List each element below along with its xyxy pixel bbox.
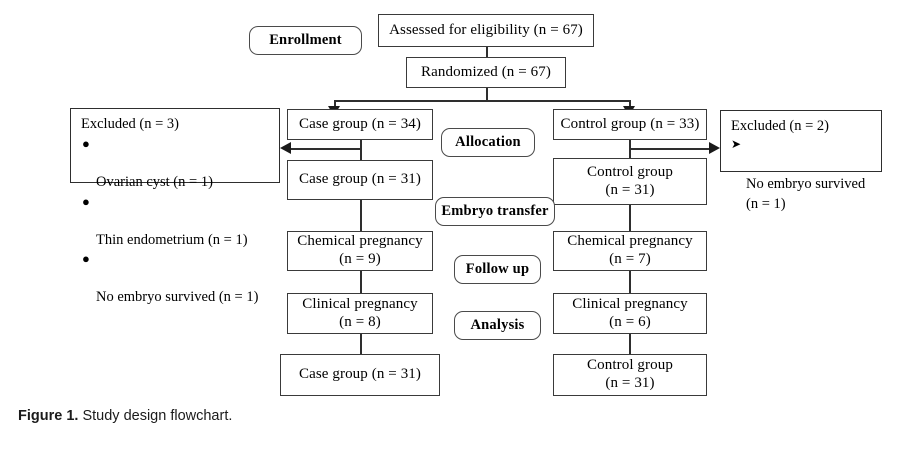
arrowhead-case-excluded bbox=[280, 142, 291, 154]
phase-allocation-text: Allocation bbox=[455, 134, 521, 150]
connector-randomized-bus bbox=[334, 100, 630, 102]
node-control-clinical-label: Clinical pregnancy (n = 6) bbox=[572, 295, 688, 330]
exclusion-box-case: Excluded (n = 3) ● Ovarian cyst (n = 1) … bbox=[70, 108, 280, 305]
exclusion-case-heading: Excluded (n = 3) bbox=[81, 116, 179, 132]
figure-caption-text: Study design flowchart. bbox=[82, 408, 233, 424]
exclusion-control-heading: Excluded (n = 2) bbox=[731, 118, 829, 134]
node-case-group-allocated: Case group (n = 34) bbox=[287, 109, 433, 140]
arrowhead-control-excluded bbox=[709, 142, 720, 154]
connector-case-exclusion-bus bbox=[290, 148, 361, 150]
bullet-arrow-icon: ➤ bbox=[731, 137, 742, 152]
node-case-allocated-label: Case group (n = 34) bbox=[298, 115, 421, 132]
exclusion-case-item: ● Thin endometrium (n = 1) bbox=[81, 193, 271, 250]
node-case-group-analysis: Case group (n = 31) bbox=[280, 354, 440, 396]
phase-label-analysis: Analysis bbox=[454, 311, 541, 340]
node-case-analysis-label: Case group (n = 31) bbox=[298, 366, 421, 383]
exclusion-case-list: ● Ovarian cyst (n = 1) ● Thin endometriu… bbox=[81, 135, 271, 307]
connector-case-exclusion-stem bbox=[360, 140, 362, 149]
node-case-clinical-label: Clinical pregnancy (n = 8) bbox=[302, 295, 418, 330]
node-case-chemical-pregnancy: Chemical pregnancy (n = 9) bbox=[287, 231, 433, 271]
bullet-dot-icon: ● bbox=[82, 136, 90, 152]
node-case-clinical-pregnancy: Clinical pregnancy (n = 8) bbox=[287, 293, 433, 334]
connector-control-transfer-to-chemical bbox=[629, 205, 631, 231]
connector-case-chemical-to-clinical bbox=[360, 271, 362, 293]
connector-control-chemical-to-clinical bbox=[629, 271, 631, 293]
node-assessed-for-eligibility: Assessed for eligibility (n = 67) bbox=[378, 14, 594, 47]
exclusion-control-item-label: No embryo survived (n = 1) bbox=[746, 176, 866, 212]
connector-randomized-left-drop bbox=[334, 100, 336, 109]
node-case-chemical-label: Chemical pregnancy (n = 9) bbox=[297, 233, 423, 267]
exclusion-control-list: ➤ No embryo survived (n = 1) bbox=[731, 137, 873, 214]
exclusion-case-item-label: Ovarian cyst (n = 1) bbox=[96, 174, 213, 191]
node-case-transfer-label: Case group (n = 31) bbox=[298, 171, 421, 188]
phase-label-embryo-transfer: Embryo transfer bbox=[435, 197, 555, 226]
connector-case-alloc-to-transfer bbox=[360, 148, 362, 161]
connector-randomized-stem bbox=[486, 87, 488, 101]
node-control-chemical-label: Chemical pregnancy (n = 7) bbox=[567, 233, 693, 267]
phase-embryo-transfer-text: Embryo transfer bbox=[441, 203, 549, 219]
node-assessed-label: Assessed for eligibility (n = 67) bbox=[389, 21, 583, 38]
exclusion-case-item-label: No embryo survived (n = 1) bbox=[96, 289, 259, 306]
phase-follow-up-text: Follow up bbox=[465, 261, 530, 277]
node-control-allocated-label: Control group (n = 33) bbox=[560, 115, 700, 132]
node-control-group-allocated: Control group (n = 33) bbox=[553, 109, 707, 140]
node-control-group-transfer: Control group (n = 31) bbox=[553, 158, 707, 205]
exclusion-case-item-label: Thin endometrium (n = 1) bbox=[96, 231, 248, 248]
phase-label-follow-up: Follow up bbox=[454, 255, 541, 284]
node-randomized-label: Randomized (n = 67) bbox=[421, 63, 551, 80]
connector-assessed-to-randomized bbox=[486, 47, 488, 62]
node-control-analysis-label: Control group (n = 31) bbox=[587, 357, 673, 391]
node-control-clinical-pregnancy: Clinical pregnancy (n = 6) bbox=[553, 293, 707, 334]
exclusion-control-item: ➤ No embryo survived (n = 1) bbox=[731, 137, 873, 214]
node-case-group-transfer: Case group (n = 31) bbox=[287, 160, 433, 200]
exclusion-box-control: Excluded (n = 2) ➤ No embryo survived (n… bbox=[720, 110, 882, 212]
exclusion-case-item: ● Ovarian cyst (n = 1) bbox=[81, 135, 271, 192]
connector-control-alloc-to-transfer bbox=[629, 148, 631, 161]
phase-label-allocation: Allocation bbox=[441, 128, 535, 157]
connector-control-clinical-to-analysis bbox=[629, 334, 631, 354]
bullet-dot-icon: ● bbox=[82, 250, 90, 266]
node-randomized: Randomized (n = 67) bbox=[406, 57, 566, 88]
node-control-group-analysis: Control group (n = 31) bbox=[553, 354, 707, 396]
exclusion-case-item: ● No embryo survived (n = 1) bbox=[81, 250, 271, 307]
connector-case-transfer-to-chemical bbox=[360, 200, 362, 231]
node-control-chemical-pregnancy: Chemical pregnancy (n = 7) bbox=[553, 231, 707, 271]
node-control-transfer-label: Control group (n = 31) bbox=[587, 163, 673, 198]
bullet-dot-icon: ● bbox=[82, 193, 90, 209]
figure-caption: Figure 1. Study design flowchart. bbox=[18, 408, 232, 424]
connector-randomized-right-drop bbox=[629, 100, 631, 109]
connector-control-exclusion-stem bbox=[629, 140, 631, 149]
connector-case-clinical-to-analysis bbox=[360, 334, 362, 354]
figure-caption-label: Figure 1. bbox=[18, 408, 79, 424]
phase-enrollment-text: Enrollment bbox=[269, 32, 342, 48]
connector-control-exclusion-bus bbox=[629, 148, 711, 150]
phase-analysis-text: Analysis bbox=[470, 317, 525, 333]
phase-label-enrollment: Enrollment bbox=[249, 26, 362, 55]
